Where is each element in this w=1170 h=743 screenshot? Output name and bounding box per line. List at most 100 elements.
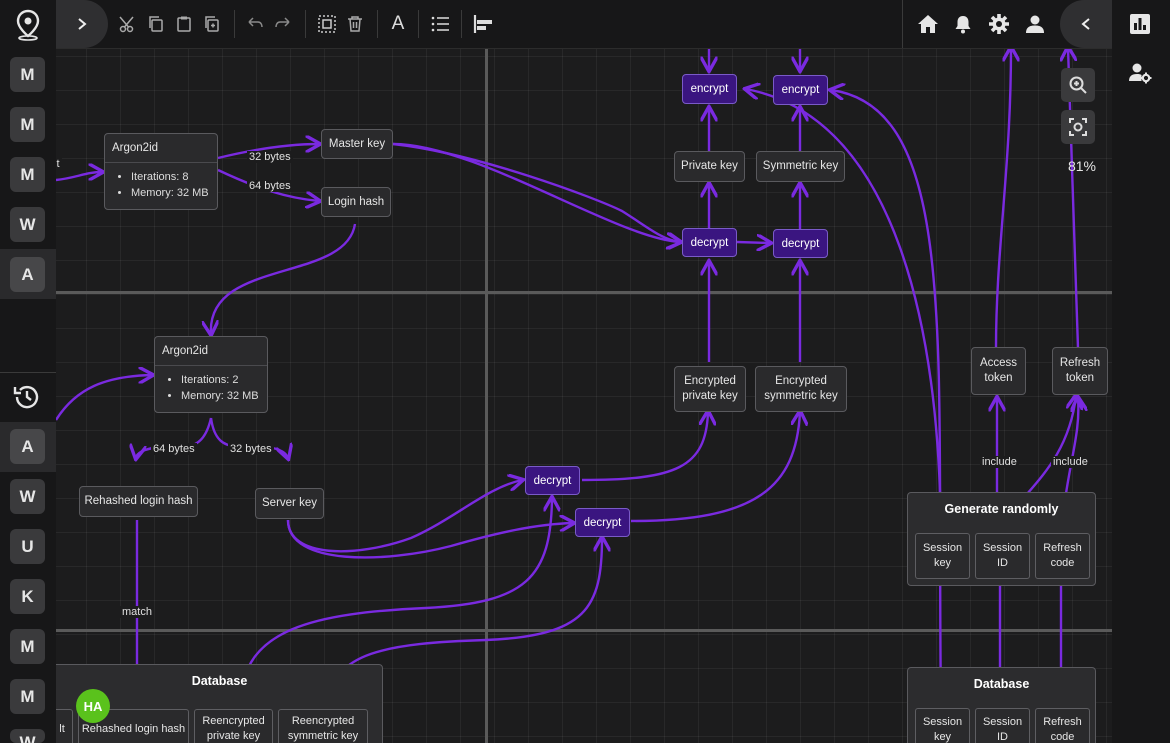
- page-button[interactable]: M: [10, 157, 45, 192]
- delete-button[interactable]: [341, 10, 369, 38]
- history-button[interactable]: [12, 382, 44, 414]
- select-all-button[interactable]: [313, 10, 341, 38]
- duplicate-icon: [205, 16, 219, 32]
- symmetric-key-node[interactable]: Symmetric key: [756, 151, 845, 182]
- decrypt-op[interactable]: decrypt: [575, 508, 630, 537]
- delete-icon: [348, 16, 362, 32]
- edge-label: 32 bytes: [228, 443, 274, 455]
- grid-major-line: [56, 291, 1112, 294]
- decrypt-op[interactable]: decrypt: [525, 466, 580, 495]
- diagram-canvas[interactable]: lt Argon2id Iterations: 8 Memory: 32 MB …: [56, 48, 1112, 743]
- reencrypted-symmetric-key-cell[interactable]: Reencrypted symmetric key: [278, 709, 368, 743]
- user-button[interactable]: U: [10, 529, 45, 564]
- server-key-node[interactable]: Server key: [255, 488, 324, 519]
- decrypt-op[interactable]: decrypt: [773, 229, 828, 258]
- edge: [56, 172, 102, 182]
- sidebar-divider: [0, 372, 56, 373]
- redo-button[interactable]: [269, 10, 297, 38]
- database-cell-partial[interactable]: lt: [56, 709, 73, 743]
- chart-button[interactable]: [1128, 12, 1152, 36]
- fit-screen-button[interactable]: [1061, 110, 1095, 144]
- private-key-node[interactable]: Private key: [674, 151, 745, 182]
- redo-icon: [275, 17, 290, 28]
- group-title: Database: [191, 674, 248, 688]
- encrypt-op[interactable]: encrypt: [682, 74, 737, 104]
- master-key-node[interactable]: Master key: [321, 129, 393, 159]
- encrypt-op[interactable]: encrypt: [773, 75, 828, 105]
- edge: [994, 48, 1011, 349]
- list-button[interactable]: [426, 10, 454, 38]
- refresh-code-cell[interactable]: Refresh code: [1035, 533, 1090, 579]
- location-button[interactable]: [14, 9, 42, 41]
- bell-icon: [955, 16, 971, 34]
- user-settings-button[interactable]: [1128, 62, 1152, 86]
- refresh-token-node[interactable]: Refresh token: [1052, 347, 1108, 395]
- page-button[interactable]: A: [10, 257, 45, 292]
- edge: [56, 375, 152, 421]
- user-button[interactable]: W: [10, 729, 45, 743]
- history-icon: [13, 385, 39, 409]
- database-group-left[interactable]: Database lt Rehashed login hash Reencryp…: [56, 664, 383, 743]
- profile-button[interactable]: [1021, 10, 1049, 38]
- user-settings-icon: [1129, 63, 1152, 84]
- database-group-right[interactable]: Database Session key Session ID Refresh …: [907, 667, 1096, 743]
- expand-sidebar-button[interactable]: [56, 0, 108, 48]
- settings-button[interactable]: [985, 10, 1013, 38]
- grid-major-line: [485, 48, 488, 743]
- session-id-cell[interactable]: Session ID: [975, 533, 1030, 579]
- chevron-right-icon: [78, 18, 87, 30]
- generate-randomly-group[interactable]: Generate randomly Session key Session ID…: [907, 492, 1096, 586]
- edge-label: 32 bytes: [247, 151, 293, 163]
- toolbar-separator: [418, 10, 419, 38]
- user-button[interactable]: M: [10, 629, 45, 664]
- user-button[interactable]: W: [10, 479, 45, 514]
- align-left-button[interactable]: [469, 10, 497, 38]
- page-button[interactable]: M: [10, 107, 45, 142]
- cut-button[interactable]: [114, 10, 142, 38]
- edge: [736, 242, 770, 243]
- duplicate-button[interactable]: [198, 10, 226, 38]
- reencrypted-private-key-cell[interactable]: Reencrypted private key: [194, 709, 273, 743]
- rehashed-login-hash-node[interactable]: Rehashed login hash: [79, 486, 198, 517]
- user-button[interactable]: A: [10, 429, 45, 464]
- argon2id-node-bottom[interactable]: Argon2id Iterations: 2 Memory: 32 MB: [154, 336, 268, 413]
- toolbar-separator: [377, 10, 378, 38]
- user-button[interactable]: M: [10, 679, 45, 714]
- edge: [581, 412, 708, 482]
- top-toolbar: A: [56, 0, 1112, 49]
- paste-button[interactable]: [170, 10, 198, 38]
- gear-icon: [989, 14, 1009, 34]
- argon2id-node-top[interactable]: Argon2id Iterations: 8 Memory: 32 MB: [104, 133, 218, 210]
- user-button[interactable]: K: [10, 579, 45, 614]
- group-title: Generate randomly: [944, 502, 1059, 516]
- session-key-cell[interactable]: Session key: [915, 708, 970, 743]
- refresh-code-cell[interactable]: Refresh code: [1035, 708, 1090, 743]
- encrypted-private-key-node[interactable]: Encrypted private key: [674, 366, 746, 412]
- edge-label: 64 bytes: [151, 443, 197, 455]
- home-icon: [918, 15, 938, 33]
- undo-button[interactable]: [241, 10, 269, 38]
- page-button[interactable]: M: [10, 57, 45, 92]
- decrypt-op[interactable]: decrypt: [682, 228, 737, 257]
- list-icon: [431, 16, 449, 32]
- page-button[interactable]: W: [10, 207, 45, 242]
- edge: [630, 412, 800, 523]
- login-hash-node[interactable]: Login hash: [321, 187, 391, 217]
- text-icon: A: [391, 13, 405, 34]
- edge-label: include: [980, 456, 1019, 468]
- zoom-in-button[interactable]: [1061, 68, 1095, 102]
- edge-label: match: [120, 606, 154, 618]
- home-button[interactable]: [914, 10, 942, 38]
- collapse-panel-button[interactable]: [1060, 0, 1112, 48]
- session-id-cell[interactable]: Session ID: [975, 708, 1030, 743]
- notifications-button[interactable]: [949, 10, 977, 38]
- session-key-cell[interactable]: Session key: [915, 533, 970, 579]
- edge: [286, 520, 573, 559]
- access-token-node[interactable]: Access token: [971, 347, 1026, 395]
- encrypted-symmetric-key-node[interactable]: Encrypted symmetric key: [755, 366, 847, 412]
- undo-icon: [248, 17, 263, 28]
- avatar[interactable]: HA: [76, 689, 110, 723]
- text-tool-button[interactable]: A: [384, 10, 412, 38]
- edge-label: 64 bytes: [247, 180, 293, 192]
- copy-button[interactable]: [142, 10, 170, 38]
